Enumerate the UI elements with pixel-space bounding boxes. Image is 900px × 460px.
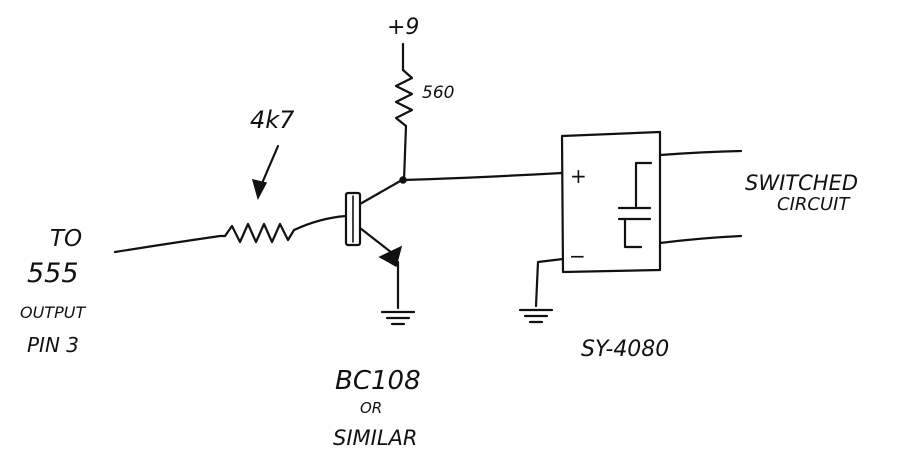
base-resistor	[223, 222, 296, 244]
transistor-label-line2: OR	[360, 399, 382, 417]
base-resistor-label: 4k7	[250, 106, 295, 134]
input-label-line4: PIN 3	[27, 333, 79, 357]
relay-ground-symbol	[518, 308, 554, 324]
relay-plus-wire	[401, 171, 564, 182]
collector-resistor	[394, 68, 414, 128]
transistor-ground-symbol	[380, 310, 416, 326]
transistor-label-line1: BC108	[335, 366, 421, 396]
output-wire-top	[658, 149, 743, 157]
output-label-line1: SWITCHED	[745, 171, 858, 195]
supply-label: +9	[387, 15, 419, 40]
input-label-line1: TO	[50, 226, 82, 252]
relay-minus-label: −	[569, 244, 586, 268]
relay-part-label: SY-4080	[581, 337, 669, 362]
transistor-base-plate	[344, 191, 362, 247]
collector-lead	[358, 178, 404, 206]
output-wire-bottom	[658, 234, 743, 245]
base-wire	[292, 214, 348, 232]
input-wire	[113, 234, 227, 254]
resistor-pointer-arrow	[258, 144, 280, 190]
resistor-pointer-arrowhead	[251, 178, 268, 201]
input-label-line2: 555	[27, 258, 79, 289]
collector-wire	[402, 124, 408, 182]
emitter-lead	[358, 226, 398, 258]
relay-body	[560, 130, 662, 274]
output-label-line2: CIRCUIT	[777, 194, 851, 215]
collector-resistor-label: 560	[422, 83, 454, 103]
relay-minus-wire	[534, 257, 565, 308]
input-label-line3: OUTPUT	[20, 303, 86, 322]
relay-contact-symbol	[617, 161, 653, 249]
emitter-arrowhead	[378, 245, 403, 268]
relay-plus-label: +	[570, 164, 587, 188]
transistor-label-line3: SIMILAR	[333, 426, 418, 450]
